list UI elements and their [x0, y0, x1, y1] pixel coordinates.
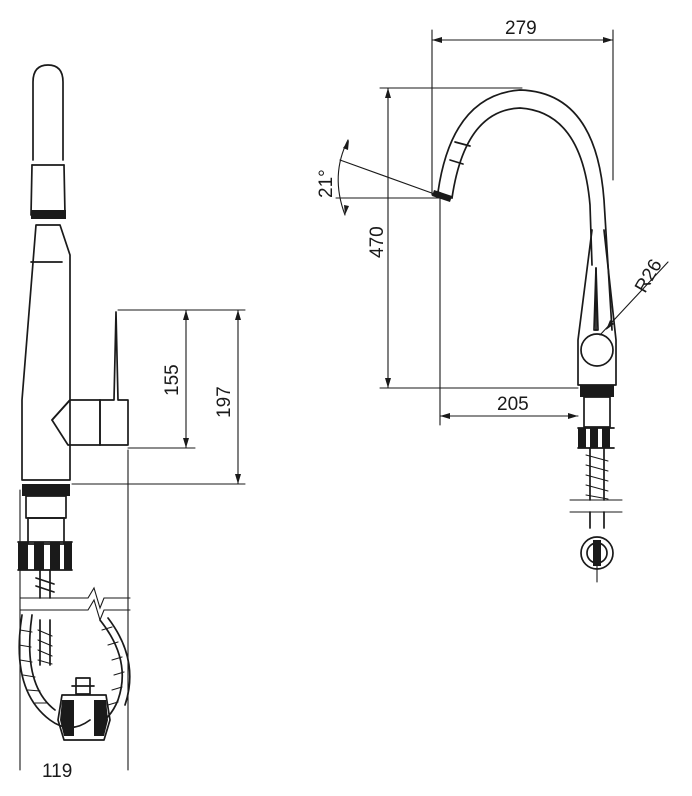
front-threaded-nut	[577, 427, 615, 449]
faucet-body	[21, 224, 129, 481]
threaded-nut	[17, 541, 73, 571]
dimension-155: 155	[117, 309, 196, 449]
spout-head	[30, 64, 66, 219]
lever-hub	[580, 333, 614, 367]
side-view: 119 155 197	[17, 64, 246, 782]
dimension-470-label: 470	[367, 226, 388, 258]
curved-spout	[432, 89, 613, 331]
dimension-119-label: 119	[42, 761, 72, 782]
dimension-197-label: 197	[214, 386, 235, 418]
break-line	[19, 586, 131, 610]
dimension-155-label: 155	[162, 364, 183, 396]
front-view: 279 470 205 21°	[316, 18, 669, 583]
dimension-279: 279	[431, 18, 614, 196]
dimension-119: 119	[19, 449, 129, 782]
base-connector	[17, 484, 73, 599]
dimension-197: 197	[71, 309, 246, 485]
front-body	[569, 229, 623, 583]
dimension-205: 205	[439, 197, 579, 426]
angle-21-dimension: 21°	[316, 139, 441, 216]
dimension-279-label: 279	[505, 18, 537, 39]
hose-loop	[18, 614, 131, 741]
dimension-205-label: 205	[497, 394, 529, 415]
angle-21-label: 21°	[316, 169, 337, 198]
dimension-470: 470	[367, 87, 579, 389]
radius-r26-label: R26	[631, 256, 667, 297]
